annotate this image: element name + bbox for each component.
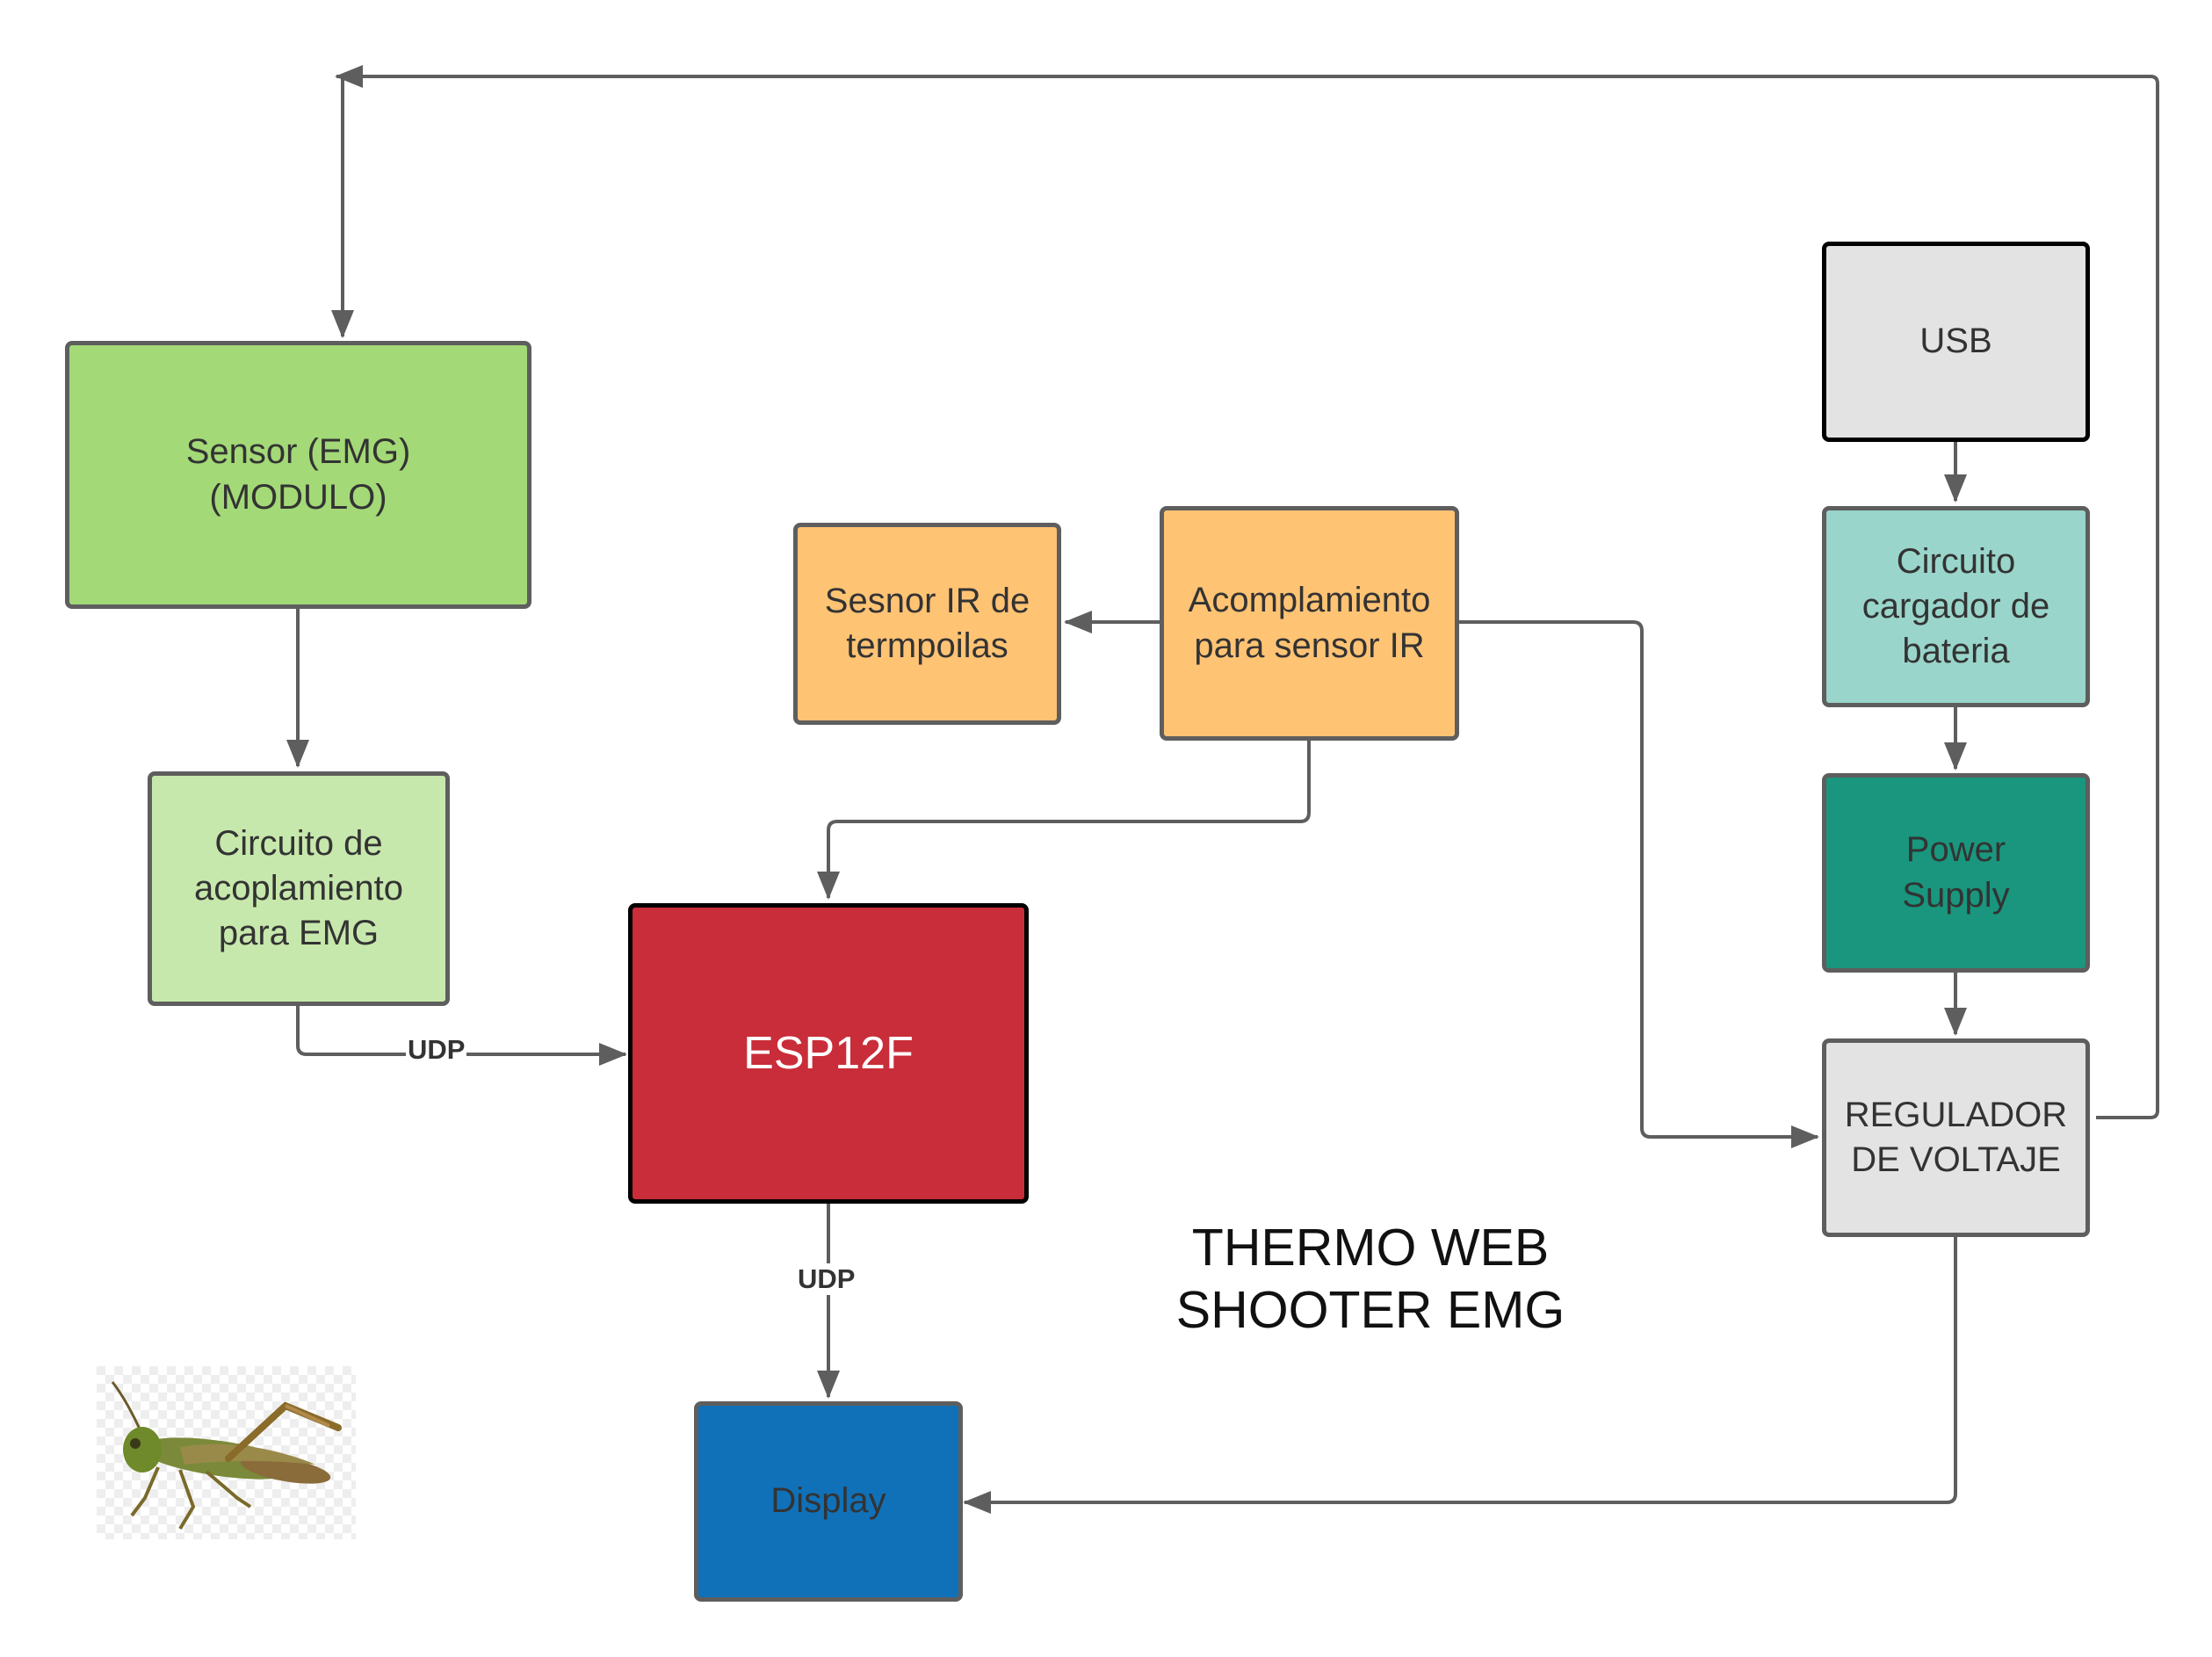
diagram-title: THERMO WEB SHOOTER EMG <box>1175 1219 1565 1339</box>
node-sensor-ir-label: Sesnor IR de termpoilas <box>824 581 1030 665</box>
node-power-supply[interactable]: Power Supply <box>1822 773 2090 973</box>
node-acoplamiento-emg[interactable]: Circuito de acoplamiento para EMG <box>148 771 450 1006</box>
node-usb-label: USB <box>1919 322 1992 361</box>
edge-acoplamiento-to-esp <box>296 1006 627 1066</box>
edge-regulador-to-sensor-emg <box>331 75 2159 1119</box>
node-power-supply-label: Power Supply <box>1902 830 2010 915</box>
edge-regulador-to-display <box>963 1237 1957 1514</box>
node-regulador[interactable]: REGULADOR DE VOLTAJE <box>1822 1038 2090 1237</box>
edge-label-emg-udp: UDP <box>406 1034 467 1066</box>
node-esp12f[interactable]: ESP12F <box>628 903 1029 1204</box>
node-acoplamiento-ir-label: Acomplamiento para sensor IR <box>1188 581 1431 665</box>
node-sensor-ir[interactable]: Sesnor IR de termpoilas <box>793 523 1061 725</box>
grasshopper-icon <box>97 1366 356 1539</box>
node-acoplamiento-emg-label: Circuito de acoplamiento para EMG <box>194 823 403 953</box>
node-sensor-emg-label: Sensor (EMG) (MODULO) <box>185 432 411 517</box>
node-acoplamiento-ir[interactable]: Acomplamiento para sensor IR <box>1160 506 1459 741</box>
node-usb[interactable]: USB <box>1822 242 2090 442</box>
node-esp12f-label: ESP12F <box>743 1027 914 1079</box>
edge-label-esp-udp: UDP <box>796 1263 857 1295</box>
node-regulador-label: REGULADOR DE VOLTAJE <box>1844 1095 2068 1179</box>
edge-acopl-ir-to-regulador <box>1459 620 1819 1148</box>
node-display-label: Display <box>770 1481 886 1521</box>
node-display[interactable]: Display <box>694 1401 963 1602</box>
node-cargador[interactable]: Circuito cargador de bateria <box>1822 506 2090 707</box>
node-sensor-emg[interactable]: Sensor (EMG) (MODULO) <box>65 341 531 609</box>
node-cargador-label: Circuito cargador de bateria <box>1861 541 2050 671</box>
edge-acopl-ir-to-esp <box>817 741 1311 900</box>
